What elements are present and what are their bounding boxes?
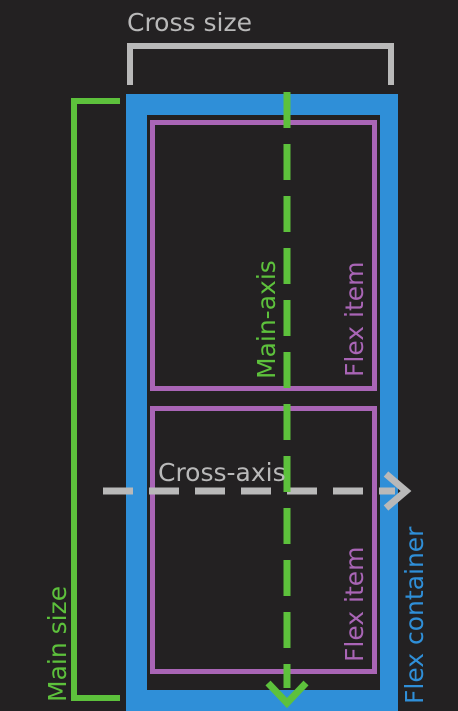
flex-item-bottom-frame (150, 406, 377, 674)
cross-axis-label: Cross-axis (158, 458, 286, 487)
flex-item-top-label: Flex item (340, 262, 369, 378)
main-axis-arrowhead (265, 680, 309, 709)
cross-size-bracket (127, 43, 394, 85)
main-size-bracket (71, 98, 120, 701)
cross-size-label: Cross size (127, 8, 252, 37)
main-size-label: Main size (43, 586, 72, 702)
flex-item-top-frame (150, 120, 377, 391)
cross-axis-arrowhead (383, 471, 412, 511)
flex-item-bottom-label: Flex item (340, 547, 369, 663)
main-axis-label: Main-axis (252, 260, 281, 379)
flex-container-label: Flex container (400, 526, 429, 704)
